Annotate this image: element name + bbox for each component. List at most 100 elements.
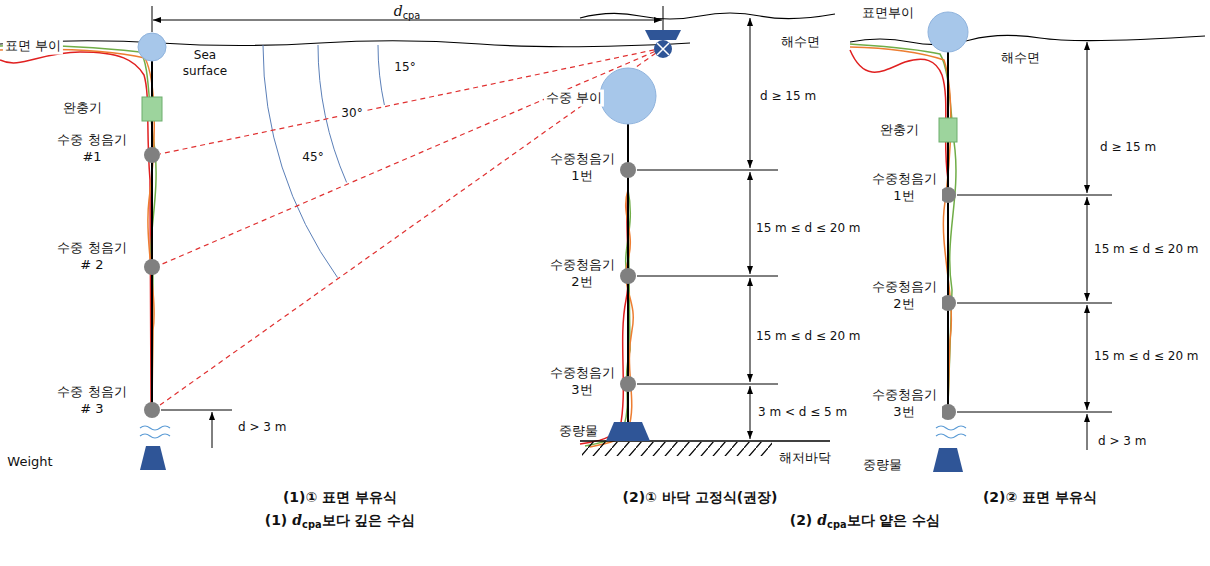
sea-surface-line	[850, 35, 1205, 44]
sight-line	[160, 48, 663, 154]
cable	[0, 45, 156, 405]
dimension-line	[1087, 305, 1088, 410]
rope-wave	[140, 426, 170, 430]
weight	[933, 448, 963, 472]
sea-surface-line	[850, 35, 1205, 44]
dimension-line	[957, 303, 1112, 304]
weight	[606, 422, 650, 441]
cable	[850, 44, 956, 412]
dimension-label: 15 m ≤ d ≤ 20 m	[754, 329, 863, 345]
dcpa-dimension	[663, 6, 664, 30]
cable	[850, 50, 948, 405]
weight	[933, 448, 963, 472]
dcpa-dimension	[152, 6, 153, 32]
rope-wave	[936, 426, 966, 438]
angle-label: 45°	[300, 150, 325, 166]
sight-line	[160, 48, 663, 405]
dimension-label: 15 m ≤ d ≤ 20 m	[1092, 349, 1201, 365]
caption: 보다 얕은 수심	[847, 512, 941, 530]
dimension-line	[637, 276, 778, 277]
caption-symbol: d	[817, 512, 827, 528]
ship-symbol	[657, 43, 669, 55]
part-name: 중량물	[861, 457, 904, 474]
dimension-line	[1087, 197, 1088, 301]
dimension-label: 15 m ≤ d ≤ 20 m	[754, 221, 863, 237]
rope-wave	[140, 434, 170, 438]
part-name: 수중 청음기 # 3	[51, 384, 133, 418]
sight-line	[160, 48, 663, 405]
part-name: 수중 청음기 #1	[51, 132, 133, 166]
cable	[850, 44, 956, 405]
angle-arc	[263, 45, 338, 278]
part-name: 완충기	[878, 122, 921, 139]
caption: (2)① 바닥 고정식(권장)	[621, 488, 780, 506]
dimension-subscript: cpa	[403, 10, 421, 21]
angle-label: 15°	[392, 60, 417, 76]
cable	[590, 190, 633, 447]
dimension-label: d ≥ 15 m	[1098, 140, 1158, 156]
part-name: 완충기	[61, 100, 104, 117]
dimension-line	[957, 412, 1112, 413]
dimension-line	[161, 410, 232, 448]
dimension-line	[957, 195, 1112, 196]
caption-line: (2)dcpa보다 얕은 수심	[788, 512, 943, 530]
part-name: 수중청음기 3번	[866, 387, 942, 421]
dimension-line	[750, 172, 751, 274]
caption: (1)① 표면 부유식	[281, 488, 399, 506]
hydrophone	[144, 259, 160, 275]
surface-buoy	[928, 12, 968, 52]
dimension-label: d > 3 m	[1096, 434, 1148, 450]
sight-line	[160, 48, 663, 265]
part-name: 수중청음기 1번	[866, 171, 942, 205]
dimension-line	[161, 410, 232, 411]
caption-subscript: cpa	[827, 519, 846, 530]
ship-symbol	[645, 30, 681, 58]
angle-arc	[378, 45, 384, 105]
part-name: 수중 청음기 # 2	[51, 240, 133, 274]
hydrophone	[144, 147, 160, 163]
part-name: 수중청음기 1번	[544, 151, 620, 185]
hydrophone	[144, 147, 160, 418]
surface-buoy	[928, 12, 968, 52]
cable	[0, 45, 156, 410]
hydrophone	[620, 376, 636, 392]
cable	[0, 49, 154, 405]
rope-wave	[140, 426, 170, 438]
part-name: 표면부이	[860, 5, 916, 22]
caption: (2)② 표면 부유식	[981, 488, 1099, 506]
part-name: Weight	[5, 454, 54, 471]
caption: (2)	[790, 512, 813, 528]
subsurface-buoy	[600, 68, 656, 124]
hydrophone	[620, 268, 636, 284]
surface-buoy	[138, 33, 166, 61]
shock-absorber	[939, 118, 957, 142]
shock-absorber	[142, 97, 162, 121]
part-name: 해저바닥	[777, 450, 833, 467]
hydrophone	[940, 295, 956, 311]
shock-absorber	[939, 118, 957, 142]
seabed	[582, 442, 772, 456]
weight	[140, 446, 166, 470]
hydrophone	[620, 162, 636, 178]
part-name: 수중청음기 2번	[866, 279, 942, 313]
dimension-label: 3 m < d ≤ 5 m	[756, 405, 849, 421]
part-name: 수중청음기 3번	[544, 365, 620, 399]
dimension-line	[750, 386, 751, 439]
cable	[947, 52, 949, 412]
part-name: 표면 부이	[3, 38, 63, 55]
part-name: 해수면	[999, 50, 1042, 67]
angle-arc	[263, 45, 384, 278]
dimension-line	[957, 42, 1112, 450]
caption: 보다 깊은 수심	[322, 512, 416, 530]
part-name: 수중청음기 2번	[544, 257, 620, 291]
hydrophone	[620, 162, 636, 392]
sea-surface-line	[580, 13, 835, 19]
dimension-symbol: d	[394, 3, 403, 19]
part-name: 수중 부이	[544, 90, 604, 107]
dimension-label: d ≥ 15 m	[758, 89, 818, 105]
dimension-label: d > 3 m	[236, 420, 288, 436]
hydrophone	[940, 404, 956, 420]
dimension-line	[750, 278, 751, 382]
sea-surface-line	[0, 41, 690, 47]
